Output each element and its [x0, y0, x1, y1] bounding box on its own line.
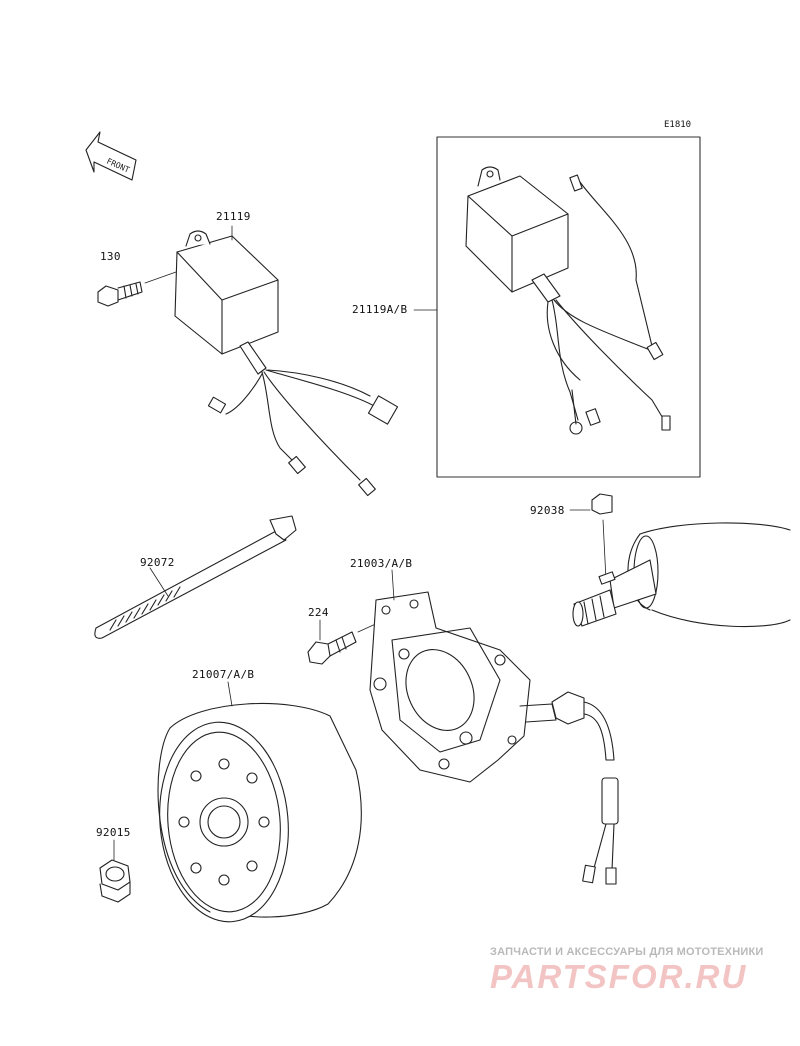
flywheel-21007: [157, 702, 362, 923]
crankshaft: [572, 522, 791, 628]
screw-224: [307, 631, 357, 665]
bolt-130: [97, 281, 143, 307]
part-label-21119: 21119: [216, 210, 251, 223]
cdi-unit-21119: [174, 230, 399, 497]
cdi-unit-21119ab: [465, 166, 671, 435]
part-label-21119ab: 21119A/B: [352, 303, 408, 316]
diagram-code: E1810: [664, 120, 692, 130]
cable-tie-92072: [94, 515, 297, 639]
part-label-21007: 21007/A/B: [192, 668, 255, 681]
part-label-224: 224: [308, 606, 329, 619]
part-label-92038: 92038: [530, 504, 565, 517]
stator-wiring: [551, 691, 619, 885]
part-label-21003: 21003/A/B: [350, 557, 413, 570]
stator-21003: [369, 591, 557, 783]
woodruff-key-92038: [591, 493, 613, 515]
nut-92015: [99, 859, 131, 903]
part-label-92072: 92072: [140, 556, 175, 569]
part-label-130: 130: [100, 250, 121, 263]
part-label-92015: 92015: [96, 826, 131, 839]
front-arrow-icon: [85, 131, 137, 181]
inset-frame: [436, 136, 701, 478]
watermark-logo: PARTSFOR.RU: [490, 958, 748, 995]
watermark-tagline: ЗАПЧАСТИ И АКСЕССУАРЫ ДЛЯ МОТОТЕХНИКИ: [490, 946, 764, 958]
